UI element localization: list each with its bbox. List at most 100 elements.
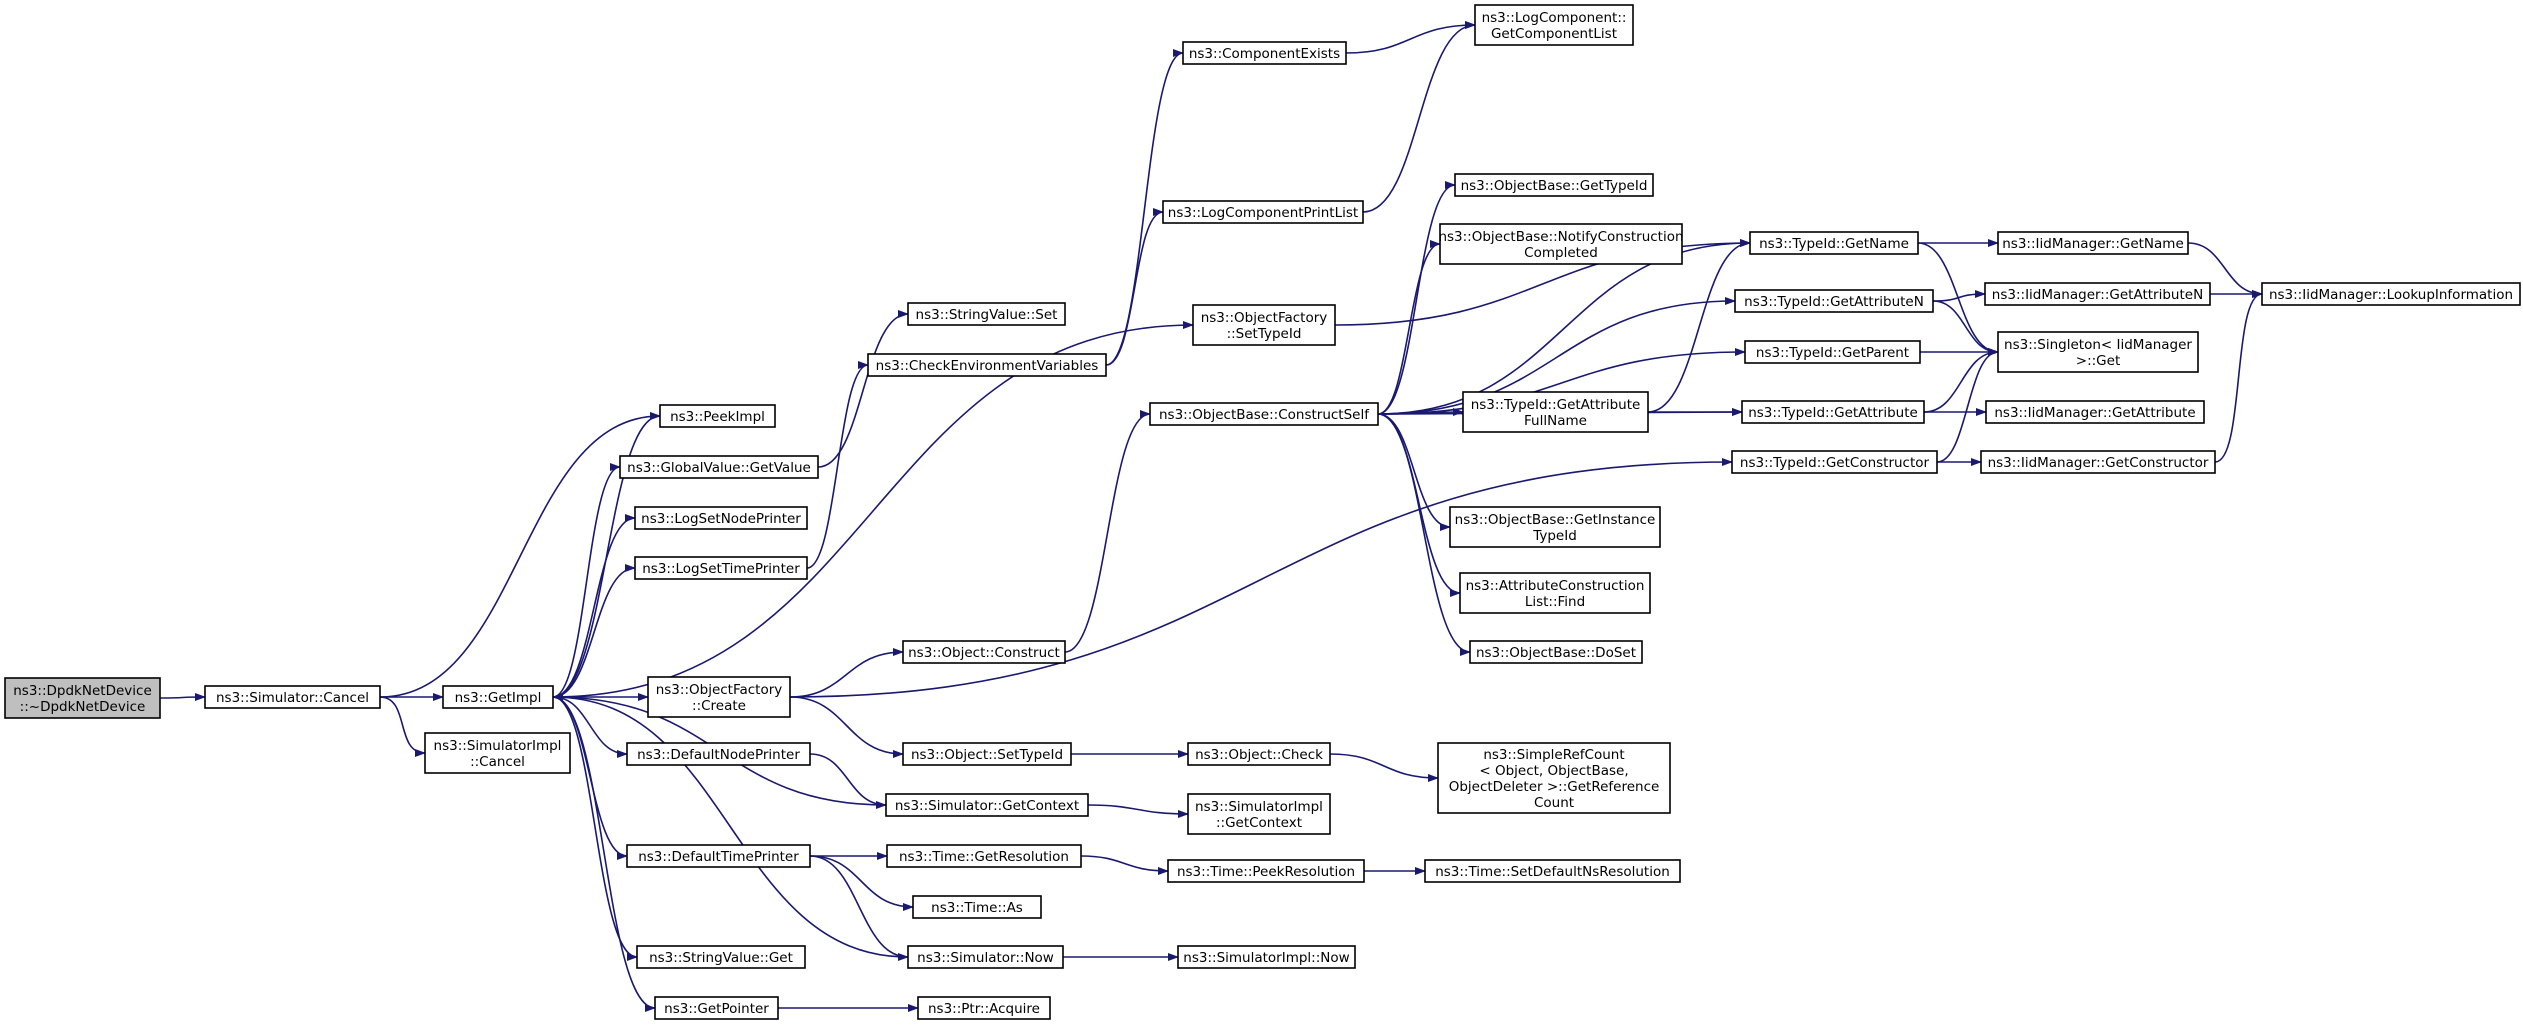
node-box[interactable] — [902, 640, 1066, 664]
node-iid_getattr[interactable]: ns3::IidManager::GetAttribute — [1985, 400, 2205, 424]
node-simimpl_now[interactable]: ns3::SimulatorImpl::Now — [1177, 945, 1356, 969]
node-obj_settypeid[interactable]: ns3::Object::SetTypeId — [902, 742, 1072, 766]
node-simimpl_cancel[interactable]: ns3::SimulatorImpl::Cancel — [424, 732, 571, 774]
node-box[interactable] — [2261, 282, 2521, 306]
node-box[interactable] — [1424, 859, 1681, 883]
node-box[interactable] — [1744, 340, 1921, 364]
node-box[interactable] — [1985, 400, 2205, 424]
node-box[interactable] — [886, 844, 1082, 868]
node-checkenv[interactable]: ns3::CheckEnvironmentVariables — [867, 353, 1107, 377]
node-tid_getattrn[interactable]: ns3::TypeId::GetAttributeN — [1734, 289, 1934, 313]
node-box[interactable] — [626, 844, 811, 868]
node-logsettime[interactable]: ns3::LogSetTimePrinter — [634, 556, 808, 580]
node-compexists[interactable]: ns3::ComponentExists — [1182, 41, 1347, 65]
node-time_getres[interactable]: ns3::Time::GetResolution — [886, 844, 1082, 868]
node-box[interactable] — [659, 404, 776, 428]
node-box[interactable] — [1469, 640, 1643, 664]
node-box[interactable] — [917, 996, 1051, 1020]
node-box[interactable] — [1167, 859, 1365, 883]
node-of_settypeid[interactable]: ns3::ObjectFactory::SetTypeId — [1192, 304, 1336, 346]
node-box[interactable] — [902, 742, 1072, 766]
node-box[interactable] — [626, 742, 811, 766]
node-box[interactable] — [907, 945, 1064, 969]
node-iid_getattrn[interactable]: ns3::IidManager::GetAttributeN — [1984, 282, 2211, 306]
node-box[interactable] — [1187, 793, 1331, 835]
node-obj_construct[interactable]: ns3::Object::Construct — [902, 640, 1066, 664]
node-iid_getcons[interactable]: ns3::IidManager::GetConstructor — [1980, 450, 2216, 474]
node-sim_getcontext[interactable]: ns3::Simulator::GetContext — [885, 793, 1089, 817]
node-box[interactable] — [636, 945, 806, 969]
node-tid_getcons[interactable]: ns3::TypeId::GetConstructor — [1731, 450, 1938, 474]
node-logcomp_getlist[interactable]: ns3::LogComponent::GetComponentList — [1474, 4, 1634, 46]
node-time_setdefault[interactable]: ns3::Time::SetDefaultNsResolution — [1424, 859, 1681, 883]
node-tid_getparent[interactable]: ns3::TypeId::GetParent — [1744, 340, 1921, 364]
node-box[interactable] — [424, 732, 571, 774]
node-simimpl_getcontext[interactable]: ns3::SimulatorImpl::GetContext — [1187, 793, 1331, 835]
node-box[interactable] — [1734, 289, 1934, 313]
node-box[interactable] — [1177, 945, 1356, 969]
node-time_peekres[interactable]: ns3::Time::PeekResolution — [1167, 859, 1365, 883]
node-box[interactable] — [634, 556, 808, 580]
node-box[interactable] — [1454, 173, 1654, 197]
node-box[interactable] — [1731, 450, 1938, 474]
node-box[interactable] — [1439, 223, 1683, 265]
node-root[interactable]: ns3::DpdkNetDevice::~DpdkNetDevice — [4, 677, 161, 719]
node-box[interactable] — [907, 302, 1066, 326]
node-ptr_acquire[interactable]: ns3::Ptr::Acquire — [917, 996, 1051, 1020]
node-iid_getname[interactable]: ns3::IidManager::GetName — [1997, 231, 2189, 255]
node-obj_check[interactable]: ns3::Object::Check — [1187, 742, 1331, 766]
node-box[interactable] — [912, 895, 1042, 919]
node-ob_gettypeid[interactable]: ns3::ObjectBase::GetTypeId — [1454, 173, 1654, 197]
node-box[interactable] — [204, 685, 381, 709]
node-box[interactable] — [867, 353, 1107, 377]
node-sim_cancel[interactable]: ns3::Simulator::Cancel — [204, 685, 381, 709]
node-getpointer[interactable]: ns3::GetPointer — [654, 996, 779, 1020]
node-sv_set[interactable]: ns3::StringValue::Set — [907, 302, 1066, 326]
node-simplerefcount[interactable]: ns3::SimpleRefCount< Object, ObjectBase,… — [1437, 742, 1671, 814]
node-tid_getname[interactable]: ns3::TypeId::GetName — [1749, 231, 1919, 255]
node-box[interactable] — [654, 996, 779, 1020]
node-iid_lookup[interactable]: ns3::IidManager::LookupInformation — [2261, 282, 2521, 306]
node-box[interactable] — [1149, 402, 1379, 426]
node-deftimeprinter[interactable]: ns3::DefaultTimePrinter — [626, 844, 811, 868]
node-box[interactable] — [442, 685, 554, 709]
node-box[interactable] — [1741, 400, 1925, 424]
node-getimpl[interactable]: ns3::GetImpl — [442, 685, 554, 709]
node-sv_get[interactable]: ns3::StringValue::Get — [636, 945, 806, 969]
node-box[interactable] — [1437, 742, 1671, 814]
node-box[interactable] — [1462, 391, 1649, 433]
node-of_create[interactable]: ns3::ObjectFactory::Create — [647, 676, 791, 718]
node-box[interactable] — [647, 676, 791, 718]
node-box[interactable] — [1162, 200, 1364, 224]
node-box[interactable] — [634, 506, 808, 530]
node-box[interactable] — [1449, 506, 1661, 548]
node-box[interactable] — [1749, 231, 1919, 255]
node-box[interactable] — [885, 793, 1089, 817]
node-box[interactable] — [4, 677, 161, 719]
node-ob_constructself[interactable]: ns3::ObjectBase::ConstructSelf — [1149, 402, 1379, 426]
node-box[interactable] — [1997, 331, 2199, 373]
node-time_as[interactable]: ns3::Time::As — [912, 895, 1042, 919]
node-defnodeprinter[interactable]: ns3::DefaultNodePrinter — [626, 742, 811, 766]
node-singleton_get[interactable]: ns3::Singleton< IidManager>::Get — [1997, 331, 2199, 373]
node-logcompprint[interactable]: ns3::LogComponentPrintList — [1162, 200, 1364, 224]
node-ob_notify[interactable]: ns3::ObjectBase::NotifyConstructionCompl… — [1438, 223, 1684, 265]
node-ob_doset[interactable]: ns3::ObjectBase::DoSet — [1469, 640, 1643, 664]
node-peekimpl[interactable]: ns3::PeekImpl — [659, 404, 776, 428]
node-box[interactable] — [1474, 4, 1634, 46]
node-box[interactable] — [1182, 41, 1347, 65]
node-box[interactable] — [619, 455, 819, 479]
node-box[interactable] — [1984, 282, 2211, 306]
node-box[interactable] — [1459, 572, 1651, 614]
node-box[interactable] — [1187, 742, 1331, 766]
node-gv_getvalue[interactable]: ns3::GlobalValue::GetValue — [619, 455, 819, 479]
node-box[interactable] — [1997, 231, 2189, 255]
node-box[interactable] — [1980, 450, 2216, 474]
node-sim_now[interactable]: ns3::Simulator::Now — [907, 945, 1064, 969]
node-logsetnode[interactable]: ns3::LogSetNodePrinter — [634, 506, 808, 530]
node-box[interactable] — [1192, 304, 1336, 346]
node-tid_getattr[interactable]: ns3::TypeId::GetAttribute — [1741, 400, 1925, 424]
